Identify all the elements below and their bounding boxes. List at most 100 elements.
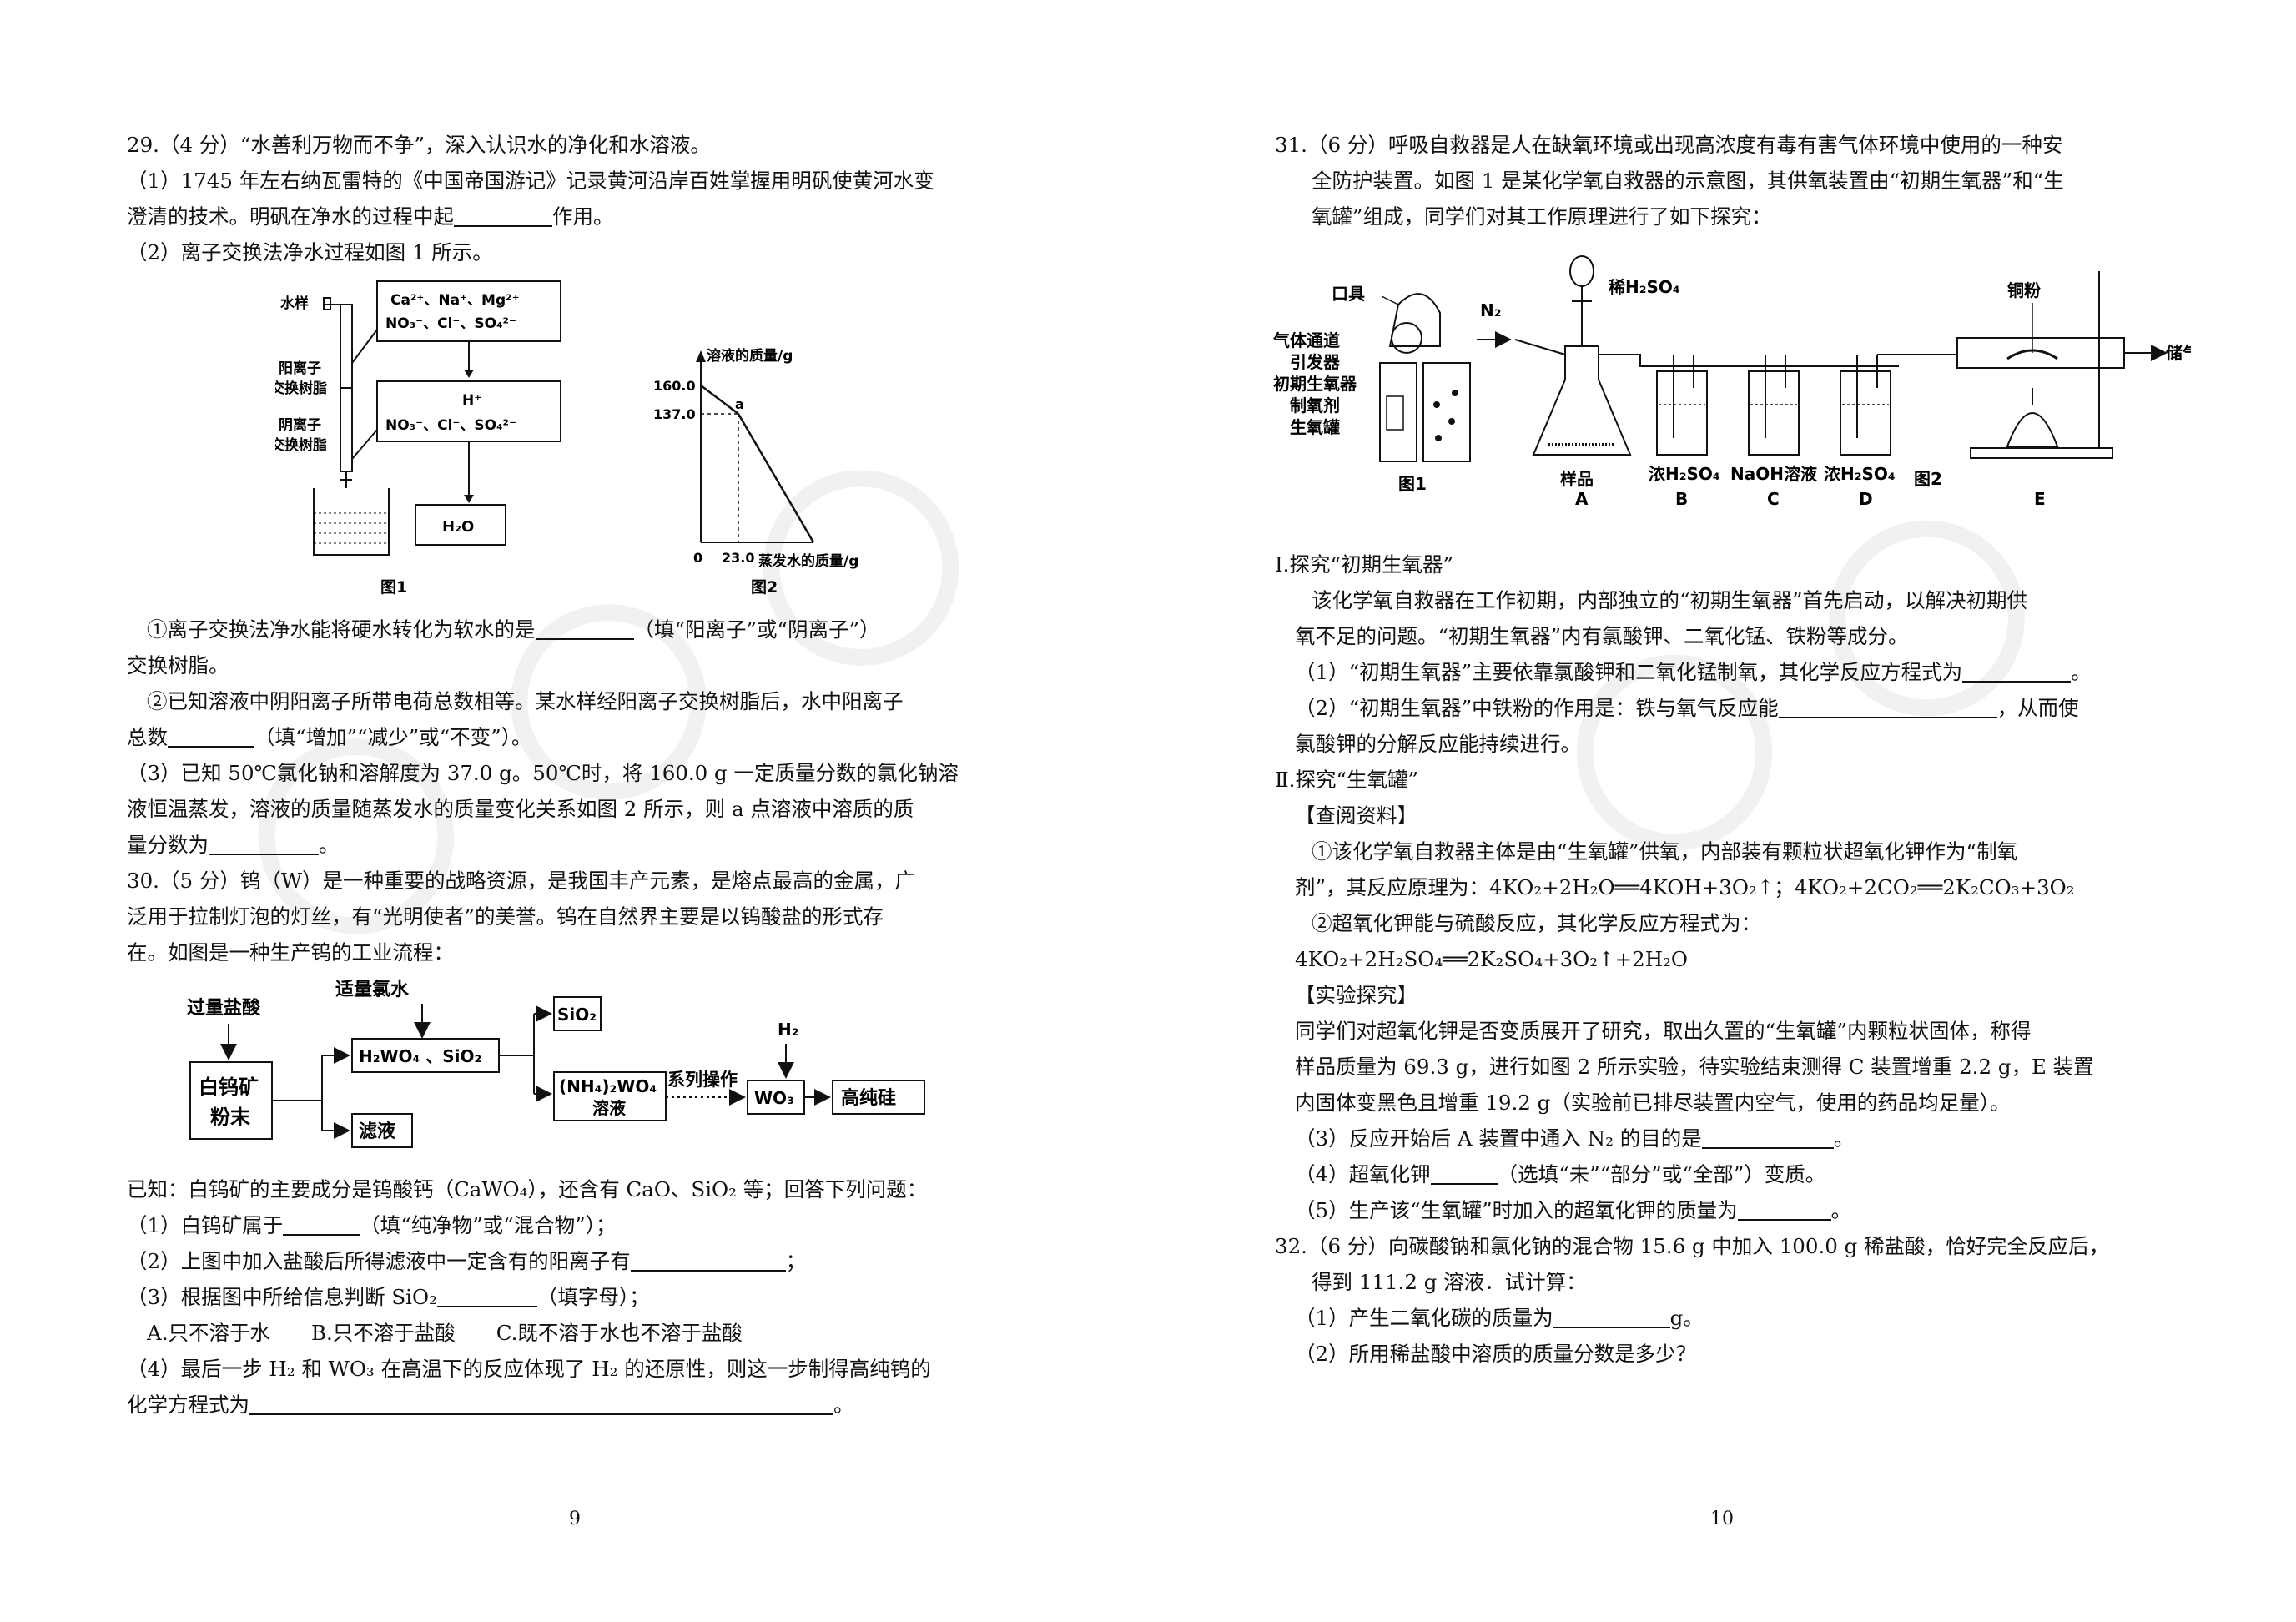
q30-part4-line1: （4）最后一步 H₂ 和 WO₃ 在高温下的反应体现了 H₂ 的还原性，则这一步… (127, 1357, 931, 1381)
q29-sub2-line1: ②已知溶液中阴阳离子所带电荷总数相等。某水样经阳离子交换树脂后，水中阳离子 (147, 689, 904, 713)
q29-part3-line1: （3）已知 50℃氯化钠和溶解度为 37.0 g。50℃时，将 160.0 g … (127, 761, 959, 785)
q31-part5: （5）生产该“生氧罐”时加入的超氧化钾的质量为。 (1295, 1197, 1852, 1222)
fig-oxygen-can: 生氧罐 (1290, 417, 1340, 437)
flow-h2: H₂ (778, 1020, 799, 1040)
ref-title: 【查阅资料】 (1295, 803, 1417, 828)
q29-sub2-line2: 总数（填“增加”“减少”或“不变”）。 (127, 724, 532, 749)
answer-blank[interactable] (630, 1248, 786, 1272)
ref-2: ②超氧化钾能与硫酸反应，其化学反应方程式为： (1312, 911, 1761, 935)
fig1-anion-2: 交换树脂 (275, 436, 327, 454)
answer-blank[interactable] (1430, 1161, 1498, 1185)
fig2-caption: 图2 (751, 578, 778, 597)
answer-blank[interactable] (1701, 1126, 1834, 1149)
exp-line3: 内固体变黑色且增重 19.2 g（实验前已排尽装置内空气，使用的药品均足量）。 (1295, 1091, 2011, 1115)
fig-naoh: NaOH溶液 (1730, 464, 1818, 484)
exp-title: 【实验探究】 (1295, 983, 1417, 1007)
fig-label-e: E (2034, 489, 2046, 509)
answer-blank[interactable] (249, 1392, 833, 1415)
flow-nh4wo4: (NH₄)₂WO₄ (559, 1076, 657, 1096)
fig1-box1-line2: NO₃⁻、Cl⁻、SO₄²⁻ (385, 315, 516, 332)
q30-line1: 30.（5 分）钨（W）是一种重要的战略资源，是我国丰产元素，是熔点最高的金属，… (127, 869, 916, 893)
fig1-box3: H₂O (442, 518, 474, 536)
fig-dil-h2so4: 稀H₂SO₄ (1609, 277, 1680, 297)
exp-line2: 样品质量为 69.3 g，进行如图 2 所示实验，待实验结束测得 C 装置增重 … (1295, 1055, 2094, 1079)
fig-conc-h2so4-b: 浓H₂SO₄ (1649, 464, 1720, 484)
flow-ore-1: 白钨矿 (199, 1075, 259, 1099)
flow-product: 高纯硅 (841, 1087, 896, 1109)
q30-line3: 在。如图是一种生产钨的工业流程： (127, 940, 454, 965)
flow-excess-hcl: 过量盐酸 (187, 998, 261, 1019)
q31-line1: 31.（6 分）呼吸自救器是人在缺氧环境或出现高浓度有毒有害气体环境中使用的一种… (1275, 133, 2063, 157)
flow-ore-2: 粉末 (210, 1106, 251, 1129)
q30-known: 已知：白钨矿的主要成分是钨酸钙（CaWO₄），还含有 CaO、SiO₂ 等；回答… (127, 1177, 928, 1201)
answer-blank[interactable] (436, 1284, 537, 1307)
q29-sub1-line1: ①离子交换法净水能将硬水转化为软水的是（填“阳离子”或“阴离子”） (147, 617, 880, 642)
q31-line3: 氧罐”组成，同学们对其工作原理进行了如下探究： (1312, 204, 1772, 229)
answer-blank[interactable] (1778, 695, 1997, 718)
q29-part1-line1: （1）1745 年左右纳瓦雷特的《中国帝国游记》记录黄河沿岸百姓掌握用明矾使黄河… (127, 169, 934, 193)
fig-caption-2: 图2 (1914, 469, 1942, 489)
fig-label-a: A (1575, 489, 1589, 509)
q31-line2: 全防护装置。如图 1 是某化学氧自救器的示意图，其供氧装置由“初期生氧器”和“生 (1312, 169, 2064, 193)
s1-q2-line2: 氯酸钾的分解反应能持续进行。 (1295, 732, 1581, 756)
fig1-box2-line1: H⁺ (462, 392, 481, 409)
answer-blank[interactable] (283, 1212, 360, 1236)
fig2-xtick-23: 23.0 (722, 550, 754, 566)
answer-blank[interactable] (1962, 659, 2072, 683)
q30-line2: 泛用于拉制灯泡的灯丝，有“光明使者”的美誉。钨在自然界主要是以钨酸盐的形式存 (127, 904, 884, 929)
s1-para-line2: 氧不足的问题。“初期生氧器”内有氯酸钾、二氧化锰、铁粉等成分。 (1295, 624, 1909, 648)
fig-initial-gen: 初期生氧器 (1273, 374, 1357, 394)
fig-gas-channel: 气体通道 (1273, 330, 1340, 350)
page-number-9: 9 (569, 1509, 581, 1529)
fig-label-b: B (1675, 489, 1688, 509)
fig-label-c: C (1767, 489, 1780, 509)
s1-title: Ⅰ.探究“初期生氧器” (1275, 552, 1454, 577)
fig2-ytick-137: 137.0 (653, 406, 696, 422)
fig2-xtick-0: 0 (693, 550, 702, 566)
fig-conc-h2so4-d: 浓H₂SO₄ (1824, 464, 1896, 484)
fig2-ylabel: 溶液的质量/g (707, 347, 793, 365)
q32-part2: （2）所用稀盐酸中溶质的质量分数是多少？ (1295, 1342, 1697, 1366)
fig-n2: N₂ (1480, 300, 1502, 320)
q30-part4-line2: 化学方程式为。 (127, 1392, 854, 1417)
answer-blank[interactable] (1553, 1305, 1670, 1328)
fig1-anion-1: 阴离子 (279, 416, 321, 434)
answer-blank[interactable] (209, 832, 319, 855)
fig-copper: 铜粉 (2007, 280, 2041, 300)
apparatus-figure: 口具 气体通道 引发器 初期生氧器 制氧剂 生氧罐 图1 N₂ 稀H₂SO₄ 样… (1273, 255, 2191, 509)
answer-blank[interactable] (535, 617, 634, 640)
q30-part2: （2）上图中加入盐酸后所得滤液中一定含有的阳离子有； (127, 1248, 807, 1273)
q30-part3: （3）根据图中所给信息判断 SiO₂（填字母）； (127, 1284, 650, 1309)
fig-sample: 样品 (1560, 469, 1594, 489)
fig2-ytick-160: 160.0 (653, 378, 696, 394)
flow-series-op: 系列操作 (667, 1070, 738, 1090)
q30-part1: （1）白钨矿属于（填“纯净物”或“混合物”）； (127, 1212, 617, 1237)
page-10: 31.（6 分）呼吸自救器是人在缺氧环境或出现高浓度有毒有害气体环境中使用的一种… (1148, 0, 2296, 1622)
answer-blank[interactable] (454, 204, 552, 227)
fig2-point-a: a (735, 396, 744, 412)
answer-blank[interactable] (1737, 1197, 1831, 1221)
fig-igniter: 引发器 (1290, 352, 1341, 372)
fig1-box2-line2: NO₃⁻、Cl⁻、SO₄²⁻ (385, 417, 516, 434)
flow-filtrate: 滤液 (359, 1121, 395, 1142)
answer-blank[interactable] (168, 724, 254, 748)
fig-oxygen-agent: 制氧剂 (1290, 395, 1340, 416)
q31-part3: （3）反应开始后 A 装置中通入 N₂ 的目的是。 (1295, 1126, 1855, 1151)
q29-heading: 29.（4 分）“水善利万物而不争”，深入认识水的净化和水溶液。 (127, 133, 711, 157)
fig1-water-sample: 水样 (280, 295, 309, 312)
fig1-caption: 图1 (380, 578, 407, 597)
q29-part3-line2: 液恒温蒸发，溶液的质量随蒸发水的质量变化关系如图 2 所示，则 a 点溶液中溶质… (127, 797, 914, 821)
flow-sio2: SiO₂ (557, 1005, 597, 1025)
s1-q2: （2）“初期生氧器”中铁粉的作用是：铁与氧气反应能，从而使 (1295, 695, 2079, 720)
fig-label-d: D (1859, 489, 1873, 509)
page-9: 29.（4 分）“水善利万物而不争”，深入认识水的净化和水溶液。 （1）1745… (127, 133, 1030, 1529)
fig1-box1-line1: Ca²⁺、Na⁺、Mg²⁺ (390, 292, 520, 309)
fig-mouthpiece: 口具 (1332, 284, 1365, 304)
question-31-body: Ⅰ.探究“初期生氧器” 该化学氧自救器在工作初期，内部独立的“初期生氧器”首先启… (1275, 547, 2178, 1372)
s1-para-line1: 该化学氧自救器在工作初期，内部独立的“初期生氧器”首先启动，以解决初期供 (1312, 588, 2028, 612)
q29-part1-line2: 澄清的技术。明矾在净水的过程中起作用。 (127, 204, 614, 229)
question-30-block: 已知：白钨矿的主要成分是钨酸钙（CaWO₄），还含有 CaO、SiO₂ 等；回答… (127, 1171, 1030, 1423)
fig2-xlabel: 蒸发水的质量/g (758, 552, 858, 570)
evaporation-graph: 溶液的质量/g 160.0 137.0 a 0 23.0 蒸发水的质量/g 图2 (653, 347, 858, 597)
ref-2-equation: 4KO₂+2H₂SO₄══2K₂SO₄+3O₂↑+2H₂O (1295, 947, 1688, 971)
